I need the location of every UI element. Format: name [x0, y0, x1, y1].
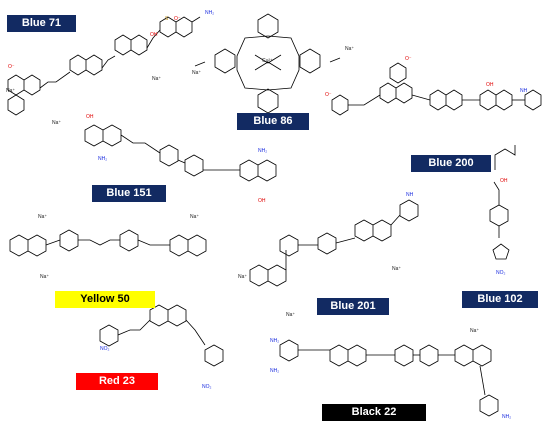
blue200-nh: NH: [520, 88, 528, 94]
blue151-nh2-1: NH₂: [98, 156, 107, 162]
blue86-na-1: Na⁺: [345, 46, 354, 52]
yellow50-na-3: Na⁺: [40, 274, 49, 280]
blue71-o-2: O⁻: [8, 64, 15, 70]
red23-no2: NO₂: [100, 346, 110, 352]
black22-na: Na⁺: [470, 328, 479, 334]
blue71-na-4: Na⁺: [52, 120, 61, 126]
blue200-o-1: O⁻: [325, 92, 332, 98]
blue201-nh: NH: [406, 192, 414, 198]
blue151-nh2-2: NH₂: [258, 148, 267, 154]
label-blue-86: Blue 86: [237, 113, 309, 130]
blue71-o-1: O⁻: [174, 16, 181, 22]
blue200-o-2: O⁻: [405, 56, 412, 62]
blue71-na-3: Na⁺: [6, 88, 15, 94]
blue151-structure: [84, 124, 277, 182]
label-blue-102: Blue 102: [462, 291, 538, 308]
blue151-oh-2: OH: [258, 198, 266, 204]
label-blue-200: Blue 200: [411, 155, 491, 172]
label-blue-201: Blue 201: [317, 298, 389, 315]
yellow50-na-4: Na⁺: [238, 274, 247, 280]
blue102-no2: NO₂: [496, 270, 506, 276]
black22-nh2-3: NH₂: [502, 414, 511, 420]
blue200-structure: [331, 62, 542, 116]
blue71-structure: [7, 16, 201, 116]
label-yellow-50: Yellow 50: [55, 291, 155, 308]
black22-nh2-2: NH₂: [270, 368, 279, 374]
blue201-structure: [249, 199, 419, 287]
yellow50-structure: [9, 229, 207, 257]
blue71-nh2: NH₂: [205, 10, 214, 16]
blue86-cu: Cu²⁺: [262, 58, 273, 64]
blue201-na-1: Na⁺: [392, 266, 401, 272]
yellow50-na-1: Na⁺: [38, 214, 47, 220]
blue200-oh: OH: [486, 82, 494, 88]
blue71-s-1: S: [165, 16, 169, 22]
black22-nh2-1: NH₂: [270, 338, 279, 344]
label-black-22: Black 22: [322, 404, 426, 421]
blue71-oh: OH: [150, 32, 158, 38]
black22-structure: [279, 339, 499, 417]
blue201-na-2: Na⁺: [286, 312, 295, 318]
label-red-23: Red 23: [76, 373, 158, 390]
blue151-oh-1: OH: [86, 114, 94, 120]
yellow50-na-2: Na⁺: [190, 214, 199, 220]
blue71-na-2: Na⁺: [152, 76, 161, 82]
label-blue-151: Blue 151: [92, 185, 166, 202]
label-blue-71: Blue 71: [7, 15, 76, 32]
blue102-structure: [489, 145, 516, 260]
blue102-oh: OH: [500, 178, 508, 184]
blue86-structure: [194, 13, 341, 114]
red23-no2-b: NO₂: [202, 384, 212, 390]
blue86-na-2: Na⁺: [192, 70, 201, 76]
red23-structure: [99, 304, 224, 367]
